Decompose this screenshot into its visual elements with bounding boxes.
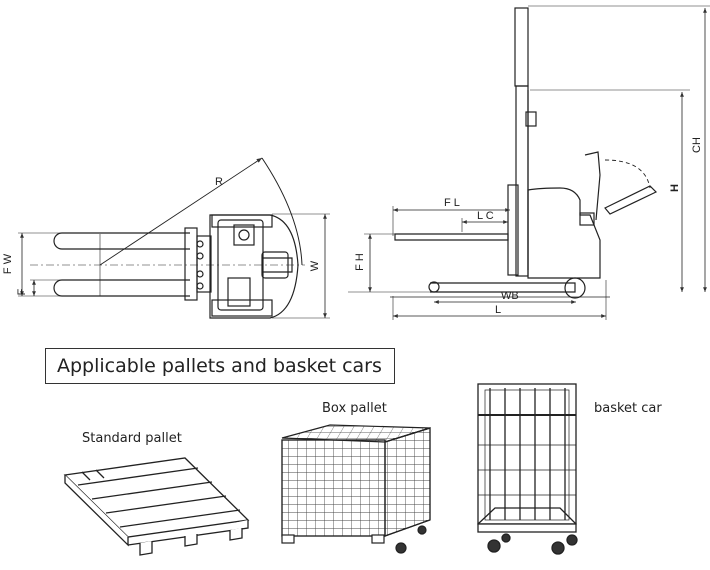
label-load-center: L C [477, 210, 494, 222]
section-title: Applicable pallets and basket cars [45, 348, 395, 384]
label-fork-width: F W [2, 253, 14, 274]
truck-body-top [209, 214, 299, 319]
side-fork [394, 233, 509, 241]
label-fork-height: F H [354, 253, 366, 271]
label-fork-length: F L [444, 197, 460, 209]
basket-car-label: basket car [594, 401, 662, 416]
lower-fork [53, 279, 190, 297]
upper-fork [53, 232, 190, 250]
mast [514, 7, 529, 87]
standard-pallet-label: Standard pallet [82, 431, 182, 446]
top-view-drawing [18, 157, 330, 319]
label-max-height: CH [691, 137, 703, 153]
standard-pallet-illustration [63, 457, 250, 556]
label-wheelbase: WB [501, 290, 519, 302]
box-pallet-illustration [281, 424, 431, 554]
label-handle-height: H [669, 184, 681, 192]
basket-car-illustration [477, 383, 578, 555]
label-width: W [309, 260, 321, 271]
box-pallet-label: Box pallet [322, 401, 387, 416]
label-radius: R [215, 176, 223, 188]
label-length: L [495, 304, 501, 316]
truck-body-side [527, 187, 601, 279]
label-fork: F [16, 288, 28, 295]
side-view-drawing [348, 5, 710, 320]
